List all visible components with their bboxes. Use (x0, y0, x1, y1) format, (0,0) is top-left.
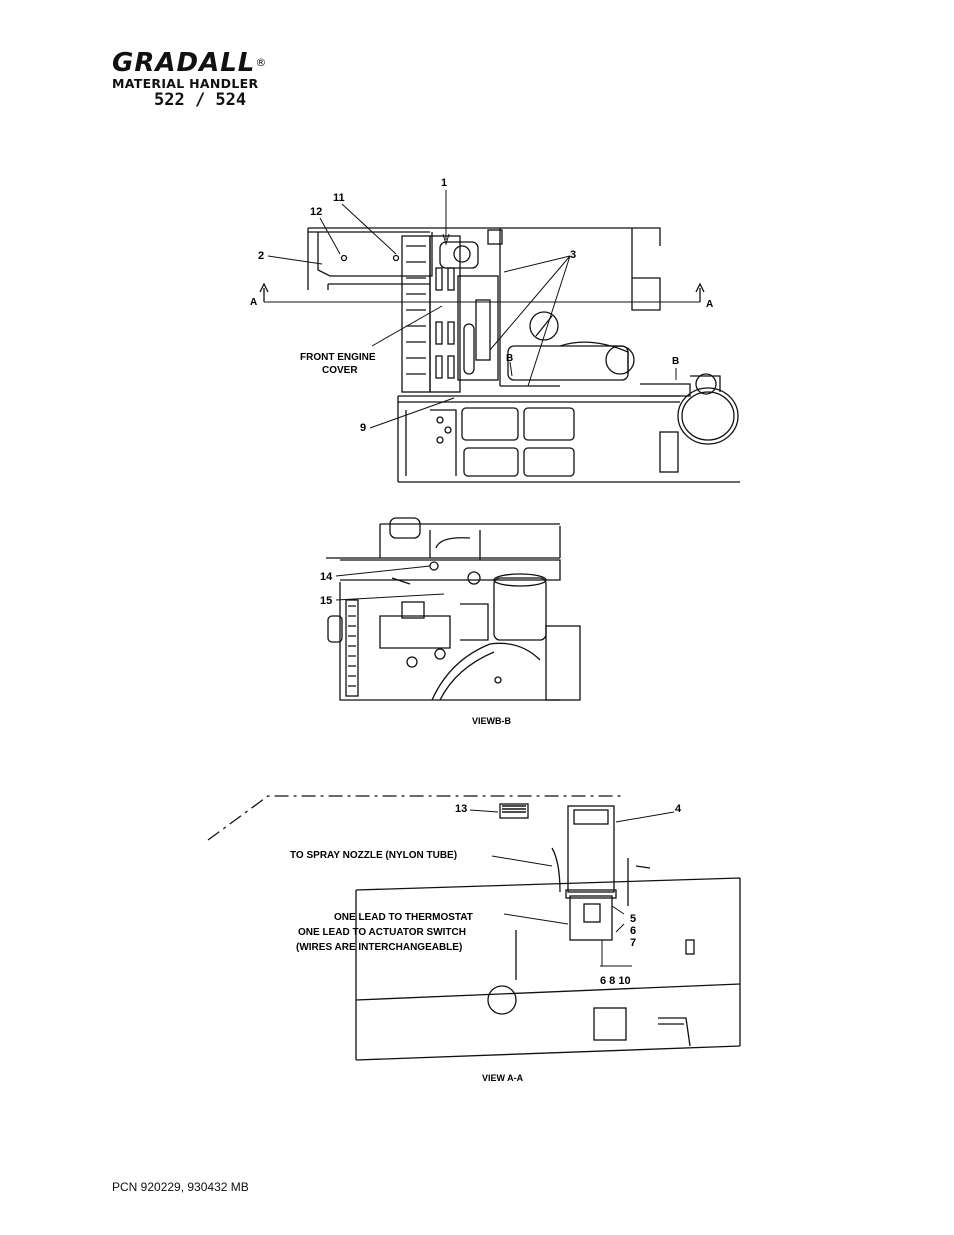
brand-header: GRADALL® MATERIAL HANDLER 522 / 524 (112, 50, 312, 109)
view-bb-caption: VIEWB-B (472, 716, 511, 726)
callout-12: 12 (310, 206, 322, 218)
callout-2: 2 (258, 250, 264, 262)
wires-label-3: (WIRES ARE INTERCHANGEABLE) (296, 942, 462, 953)
section-b-left: B (506, 353, 513, 364)
callout-4: 4 (675, 803, 682, 815)
top-view-leaders (267, 190, 677, 429)
top-view-callouts: 1 11 12 2 3 9 A A B B FRONT ENGINE COVER (250, 177, 713, 434)
callout-1: 1 (441, 177, 447, 189)
callout-6: 6 (630, 925, 636, 937)
callout-11: 11 (333, 192, 345, 204)
section-b-right: B (672, 356, 679, 367)
view-bb-leaders (335, 565, 445, 601)
view-aa-leaders (469, 809, 675, 967)
spray-nozzle-label: TO SPRAY NOZZLE (NYLON TUBE) (290, 850, 457, 861)
pcn-footer: PCN 920229, 930432 MB (112, 1180, 249, 1194)
view-aa-text: 13 4 5 6 7 6 8 10 TO SPRAY NOZZLE (NYLON… (290, 803, 682, 1083)
view-bb-text: 14 15 VIEWB-B (320, 571, 511, 726)
product-name: MATERIAL HANDLER (112, 76, 259, 91)
callout-5: 5 (630, 913, 636, 925)
callout-6-8-10: 6 8 10 (600, 975, 631, 987)
callout-15: 15 (320, 595, 332, 607)
view-aa-drawing (207, 795, 741, 1061)
callout-9: 9 (360, 422, 366, 434)
front-engine-cover-label-1: FRONT ENGINE (300, 352, 376, 363)
model-number: 522 / 524 (154, 90, 247, 110)
callout-14: 14 (320, 571, 333, 583)
callout-13: 13 (455, 803, 467, 815)
top-engine-view (259, 227, 740, 483)
callout-7: 7 (630, 937, 636, 949)
view-aa-caption: VIEW A-A (482, 1073, 524, 1083)
brand-logo: GRADALL® (112, 48, 268, 78)
callout-3: 3 (570, 249, 576, 261)
wires-label-1: ONE LEAD TO THERMOSTAT (334, 912, 473, 923)
section-a-right: A (706, 299, 713, 310)
wires-label-2: ONE LEAD TO ACTUATOR SWITCH (298, 927, 466, 938)
front-engine-cover-label-2: COVER (322, 365, 358, 376)
section-a-left: A (250, 297, 257, 308)
view-bb-drawing (326, 517, 581, 701)
